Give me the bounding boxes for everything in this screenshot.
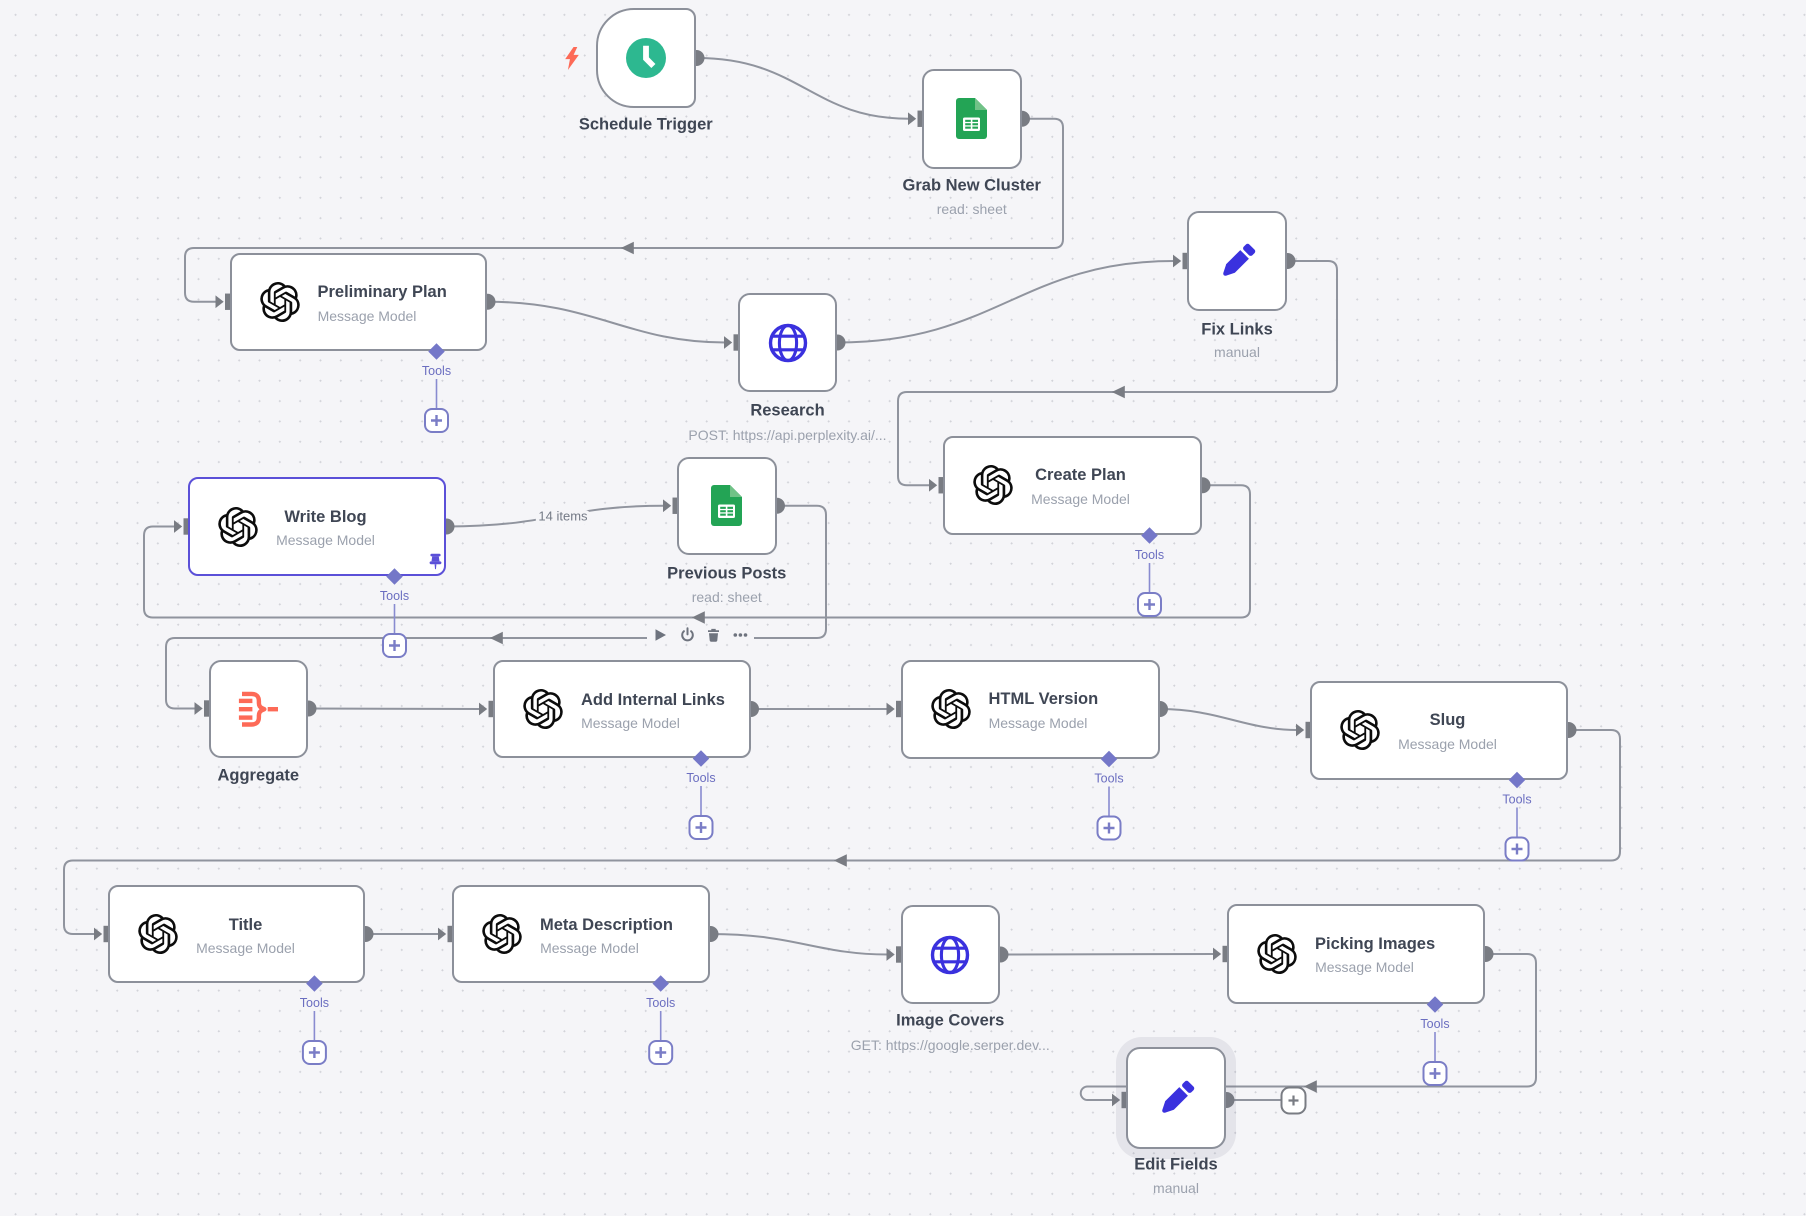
svg-text:Tools: Tools [1420, 1017, 1449, 1031]
svg-text:Tools: Tools [1135, 548, 1164, 562]
svg-text:Tools: Tools [646, 996, 675, 1010]
svg-text:Tools: Tools [1094, 771, 1123, 785]
svg-text:Tools: Tools [1502, 792, 1531, 806]
svg-text:Tools: Tools [300, 996, 329, 1010]
svg-text:14 items: 14 items [538, 509, 588, 524]
svg-text:Tools: Tools [422, 364, 451, 378]
svg-text:Tools: Tools [686, 771, 715, 785]
svg-text:Tools: Tools [380, 589, 409, 603]
